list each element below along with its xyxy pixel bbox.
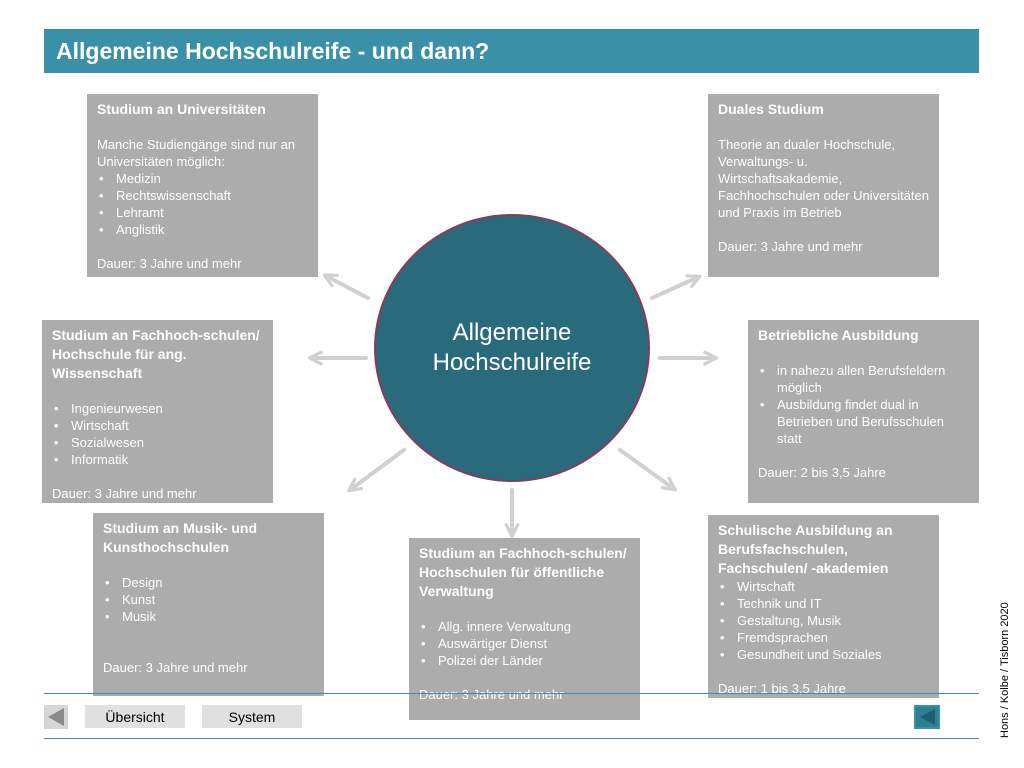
- box-list: Design Kunst Musik: [103, 574, 314, 625]
- box-title: Studium an Fachhoch-schulen/ Hochschule …: [52, 327, 260, 381]
- page-title: Allgemeine Hochschulreife - und dann?: [44, 29, 979, 73]
- box-intro: Manche Studiengänge sind nur an Universi…: [97, 137, 296, 169]
- box-list: Allg. innere Verwaltung Auswärtiger Dien…: [419, 618, 630, 669]
- box-dual: Duales Studium Theorie an dualer Hochsch…: [708, 94, 939, 277]
- box-duration: Dauer: 1 bis 3,5 Jahre: [718, 681, 846, 696]
- box-list: in nahezu allen Berufsfeldern möglich Au…: [758, 362, 969, 447]
- box-musik: Studium an Musik- und Kunsthochschulen D…: [93, 513, 324, 696]
- box-betrieblich: Betriebliche Ausbildung in nahezu allen …: [748, 320, 979, 503]
- arrow-to-musik: [354, 448, 406, 487]
- list-item: Wirtschaft: [718, 578, 929, 595]
- divider-line-bottom: [44, 738, 979, 739]
- list-item: Gesundheit und Soziales: [718, 646, 929, 663]
- overview-button[interactable]: Übersicht: [85, 705, 185, 728]
- box-title: Studium an Universitäten: [97, 101, 266, 117]
- box-duration: Dauer: 3 Jahre und mehr: [52, 486, 197, 501]
- box-duration: Dauer: 3 Jahre und mehr: [97, 256, 242, 271]
- center-label-line1: Allgemeine: [452, 319, 572, 346]
- list-item: Kunst: [103, 591, 314, 608]
- box-title: Schulische Ausbildung an Berufsfachschul…: [718, 522, 893, 576]
- center-label-line2: Hochschulreife: [432, 349, 592, 376]
- box-title: Betriebliche Ausbildung: [758, 327, 919, 343]
- box-list: Medizin Rechtswissenschaft Lehramt Angli…: [97, 170, 308, 238]
- divider-line-top: [44, 693, 979, 694]
- list-item: Gestaltung, Musik: [718, 612, 929, 629]
- list-item: Anglistik: [97, 221, 308, 238]
- box-intro: Theorie an dualer Hochschule, Verwaltung…: [718, 137, 930, 220]
- box-list: Ingenieurwesen Wirtschaft Sozialwesen In…: [52, 400, 263, 468]
- next-arrow-icon[interactable]: [914, 705, 940, 729]
- box-universitaet: Studium an Universitäten Manche Studieng…: [87, 94, 318, 277]
- box-title: Studium an Fachhoch-schulen/ Hochschulen…: [419, 545, 627, 599]
- box-duration: Dauer: 3 Jahre und mehr: [419, 687, 564, 702]
- list-item: Polizei der Länder: [419, 652, 630, 669]
- box-duration: Dauer: 2 bis 3,5 Jahre: [758, 465, 886, 480]
- box-verwaltung: Studium an Fachhoch-schulen/ Hochschulen…: [409, 538, 640, 720]
- credit-text: Hons / Kolbe / Tisborn 2020: [999, 602, 1011, 738]
- list-item: Allg. innere Verwaltung: [419, 618, 630, 635]
- list-item: Technik und IT: [718, 595, 929, 612]
- box-title: Studium an Musik- und Kunsthochschulen: [103, 520, 257, 555]
- system-button[interactable]: System: [202, 705, 302, 728]
- center-label: Allgemeine Hochschulreife: [417, 318, 607, 378]
- list-item: Lehramt: [97, 204, 308, 221]
- list-item: Ausbildung findet dual in Betrieben und …: [758, 396, 969, 447]
- list-item: in nahezu allen Berufsfeldern möglich: [758, 362, 969, 396]
- list-item: Sozialwesen: [52, 434, 263, 451]
- list-item: Ingenieurwesen: [52, 400, 263, 417]
- arrow-to-universitaet: [330, 278, 370, 300]
- center-circle: Allgemeine Hochschulreife: [374, 214, 650, 482]
- box-list: Wirtschaft Technik und IT Gestaltung, Mu…: [718, 578, 929, 663]
- box-title: Duales Studium: [718, 101, 824, 117]
- back-arrow-icon[interactable]: [44, 705, 68, 729]
- list-item: Informatik: [52, 451, 263, 468]
- list-item: Fremdsprachen: [718, 629, 929, 646]
- list-item: Musik: [103, 608, 314, 625]
- list-item: Medizin: [97, 170, 308, 187]
- list-item: Wirtschaft: [52, 417, 263, 434]
- arrow-to-dual: [650, 279, 694, 300]
- list-item: Design: [103, 574, 314, 591]
- list-item: Auswärtiger Dienst: [419, 635, 630, 652]
- box-fachhochschule: Studium an Fachhoch-schulen/ Hochschule …: [42, 320, 273, 503]
- box-duration: Dauer: 3 Jahre und mehr: [103, 660, 248, 675]
- box-duration: Dauer: 3 Jahre und mehr: [718, 239, 863, 254]
- list-item: Rechtswissenschaft: [97, 187, 308, 204]
- box-schulisch: Schulische Ausbildung an Berufsfachschul…: [708, 515, 939, 698]
- arrow-to-schulisch: [618, 448, 670, 486]
